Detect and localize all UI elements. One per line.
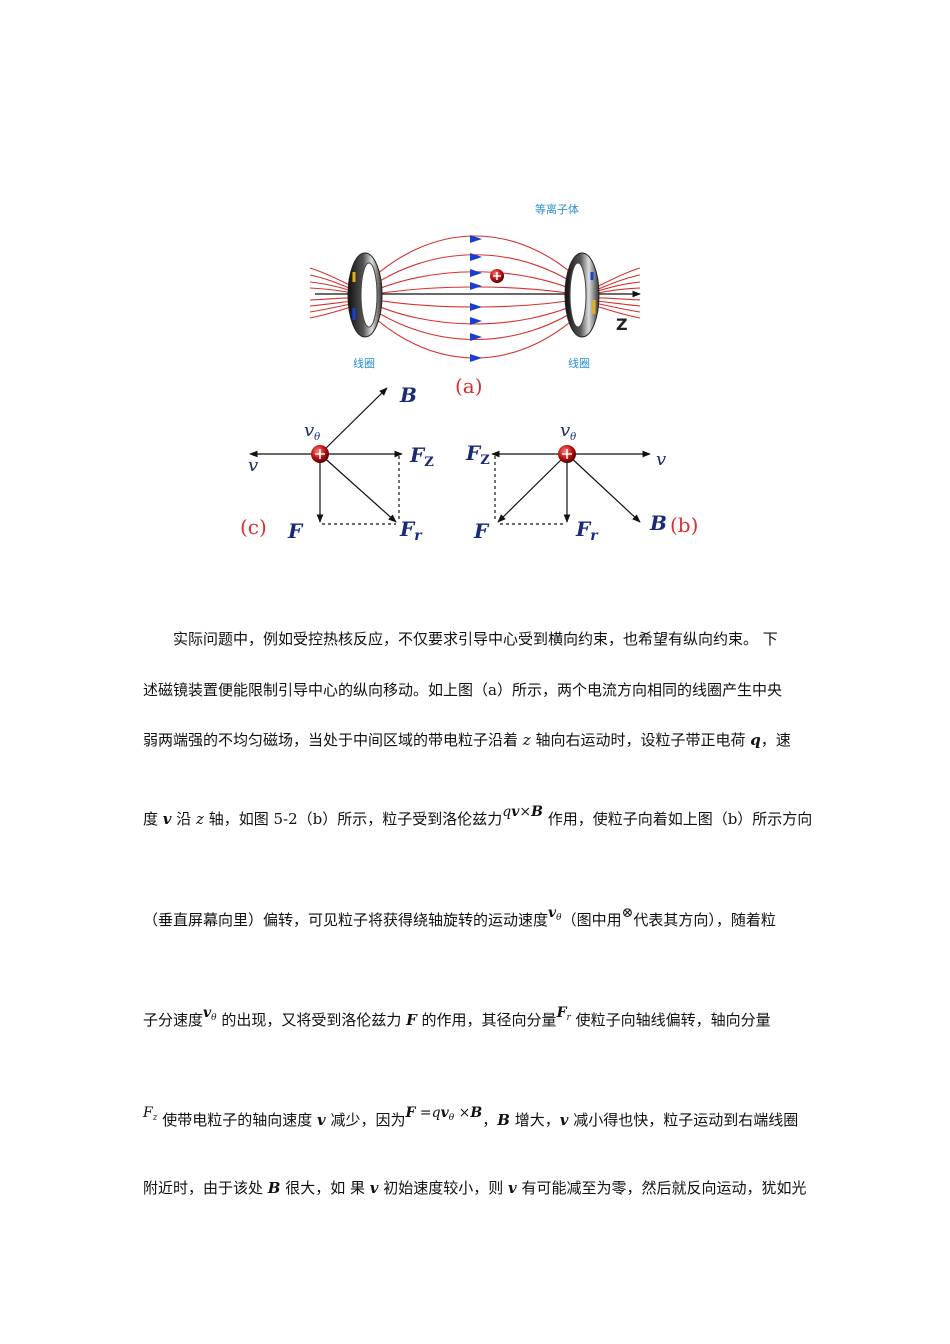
symbol-v: v <box>203 1005 212 1021</box>
label-Fz-b: FZ <box>465 441 490 468</box>
text-segment: 沿 <box>171 810 197 828</box>
coil-right-label: 线圈 <box>568 356 590 370</box>
symbol-B: B <box>267 1179 281 1197</box>
caption-a: (a) <box>455 374 483 398</box>
label-F-b: F <box>473 519 490 543</box>
label-B-c: B <box>399 383 417 407</box>
text-segment: 代表其方向），随着粒 <box>633 911 776 929</box>
text-line-2: 述磁镜装置便能限制引导中心的纵向移动。如上图（a）所示，两个电流方向相同的线圈产… <box>143 680 803 700</box>
label-vtheta-b: vθ <box>560 420 576 443</box>
text-segment: 初始速度较小，则 <box>378 1179 509 1197</box>
positive-charge-b <box>558 445 576 463</box>
text-segment: 减小得也快，粒子运动到右端线圈 <box>568 1111 799 1129</box>
symbol-B: B <box>470 1105 483 1121</box>
label-Fz-c: FZ <box>409 443 434 470</box>
text-segment: （垂直屏幕向里）偏转，可见粒子将获得绕轴旋转的运动速度 <box>143 911 549 929</box>
text-segment: 有可能减至为零，然后就反向运动，犹如光 <box>516 1179 807 1197</box>
text-line-5: （垂直屏幕向里）偏转，可见粒子将获得绕轴旋转的运动速度vθ（图中用⊗代表其方向）… <box>143 905 803 936</box>
text-line-4: 度 v 沿 z 轴，如图 5-2（b）所示，粒子受到洛伦兹力qv×B 作用，使粒… <box>143 804 812 830</box>
symbol-B: B <box>531 804 543 820</box>
symbol-Fz: Fz <box>143 1105 158 1123</box>
text-segment: 轴，如图 5-2（b）所示，粒子受到洛伦兹力 <box>203 810 503 828</box>
formula-qvxB: qv×B <box>502 804 543 820</box>
text-segment: ，速 <box>760 731 791 749</box>
text-segment: 很大，如 果 <box>280 1179 370 1197</box>
otimes-symbol-icon: ⊗ <box>621 905 634 921</box>
text-segment: 述磁镜装置便能限制引导中心的纵向移动。如上图（a）所示，两个电流方向相同的线圈产… <box>143 681 782 699</box>
symbol-v: v <box>559 1111 569 1129</box>
text-segment: ， <box>482 1111 498 1129</box>
diagram-b <box>491 450 651 525</box>
text-segment: 减少，因为 <box>325 1111 406 1129</box>
symbol-r: r <box>566 1013 571 1023</box>
text-segment: 弱两端强的不均匀磁场，当处于中间区域的带电粒子沿着 <box>143 731 523 749</box>
symbol-v: v <box>440 1105 449 1121</box>
label-Fr-b: Fr <box>575 517 599 544</box>
symbol-B: B <box>497 1111 510 1129</box>
text-segment: 度 <box>143 810 163 828</box>
text-segment: 实际问题中，例如受控热核反应，不仅要求引导中心受到横向约束，也希望有纵向约束。 … <box>173 630 778 648</box>
label-F-c: F <box>287 519 304 543</box>
field-direction-arrows <box>470 235 482 362</box>
plasma-label: 等离子体 <box>535 202 579 216</box>
caption-c: (c) <box>240 515 267 539</box>
text-segment: 的出现，又将受到洛伦兹力 <box>216 1011 407 1029</box>
symbol-v: v <box>511 804 520 820</box>
symbol-q: q <box>750 731 761 749</box>
symbol-v: v <box>369 1179 379 1197</box>
symbol-v: v <box>317 1111 326 1129</box>
symbol-F: F <box>556 1005 567 1021</box>
symbol-theta: θ <box>556 913 562 923</box>
text-segment: 使带电粒子的轴向速度 <box>157 1111 318 1129</box>
label-B-b: B <box>649 511 667 535</box>
text-segment: 作用，使粒子向着如上图（b）所示方向 <box>542 810 813 828</box>
text-segment: 的作用，其径向分量 <box>416 1011 557 1029</box>
caption-b: (b) <box>670 513 698 537</box>
text-line-8: 附近时，由于该处 B 很大，如 果 v 初始速度较小，则 v 有可能减至为零，然… <box>143 1178 807 1198</box>
text-line-6: 子分速度vθ 的出现，又将受到洛伦兹力 F 的作用，其径向分量Fr 使粒子向轴线… <box>143 1005 803 1036</box>
z-axis-label: Z <box>616 315 628 334</box>
symbol-Fr: Fr <box>556 1005 571 1023</box>
text-segment: 使粒子向轴线偏转，轴向分量 <box>570 1011 771 1029</box>
symbol-v: v <box>548 905 557 921</box>
text-line-1: 实际问题中，例如受控热核反应，不仅要求引导中心受到横向约束，也希望有纵向约束。 … <box>143 629 833 649</box>
symbol-theta: θ <box>448 1113 455 1123</box>
text-line-3: 弱两端强的不均匀磁场，当处于中间区域的带电粒子沿着 z 轴向右运动时，设粒子带正… <box>143 730 803 750</box>
coil-right <box>564 252 600 338</box>
symbol-v: v <box>508 1179 517 1197</box>
symbol-theta: θ <box>211 1013 217 1023</box>
symbol-F: F <box>406 1011 417 1029</box>
symbol-vtheta: vθ <box>203 1005 217 1023</box>
symbol-cross: × <box>519 804 532 820</box>
label-vtheta-c: vθ <box>304 420 320 443</box>
label-v-c: v <box>248 455 258 476</box>
text-segment: 轴向右运动时，设粒子带正电荷 <box>530 731 751 749</box>
label-v-b: v <box>656 449 666 470</box>
symbol-z: z <box>152 1113 158 1123</box>
symbol-q: q <box>502 804 512 820</box>
formula-F-qvtheta-B: F =qvθ ×B <box>405 1105 483 1123</box>
symbol-q: q <box>431 1105 441 1121</box>
magnetic-mirror-figure: 等离子体 线圈 线圈 Z (a) B v vθ FZ F Fr (c) vθ F… <box>240 202 698 544</box>
coil-left <box>347 252 383 338</box>
text-segment: 子分速度 <box>143 1011 204 1029</box>
text-line-7: Fz 使带电粒子的轴向速度 v 减少，因为F =qvθ ×B，B 增大，v 减小… <box>143 1105 803 1136</box>
symbol-vtheta: vθ <box>548 905 562 923</box>
text-segment: 附近时，由于该处 <box>143 1179 268 1197</box>
symbol-cross: × <box>454 1105 471 1121</box>
text-segment: （图中用 <box>561 911 622 929</box>
diagram-c <box>249 387 403 525</box>
positive-charge-a <box>490 269 504 283</box>
symbol-z: z <box>196 810 204 828</box>
symbol-v: v <box>162 810 172 828</box>
positive-charge-c <box>311 445 329 463</box>
symbol-F: F <box>143 1105 153 1121</box>
symbol-F: F <box>405 1105 416 1121</box>
label-Fr-c: Fr <box>399 517 423 544</box>
symbol-equals: = <box>415 1105 432 1121</box>
text-segment: 增大， <box>509 1111 560 1129</box>
symbol-z: z <box>522 731 531 749</box>
coil-left-label: 线圈 <box>353 356 375 370</box>
